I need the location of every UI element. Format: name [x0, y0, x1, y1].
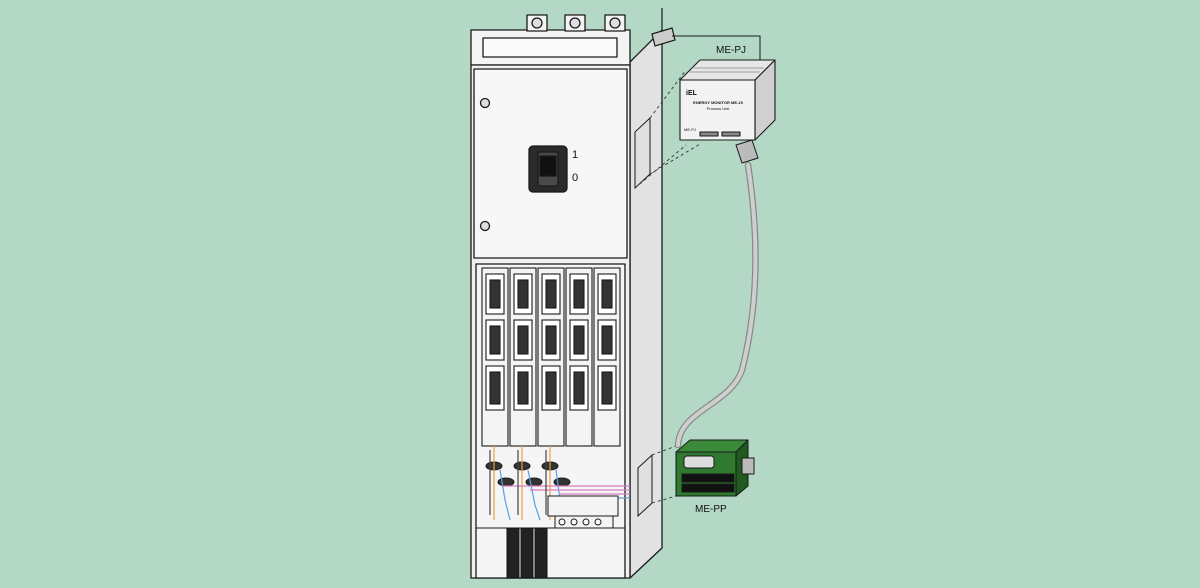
antenna-lead [672, 35, 761, 62]
switch-on-label: 1 [572, 149, 578, 161]
fuse-switch-bank [481, 267, 621, 447]
terminal-block [476, 495, 625, 529]
process-unit-label: ME-PJ [716, 45, 746, 56]
antenna-icon [651, 8, 676, 47]
device-brand: iEL [686, 90, 698, 97]
fuse-switch-icon [537, 267, 565, 447]
projection-lines [634, 69, 701, 504]
device-name: ENERGY MONITOR ME-15 [693, 100, 743, 105]
fuse-switch-icon [593, 267, 621, 447]
cabinet-label-plate [482, 37, 618, 58]
fuse-switch-icon [565, 267, 593, 447]
toggle-switch-icon [528, 145, 568, 193]
switch-off-label: 0 [572, 172, 578, 184]
device-model-tag: ME-PJ [684, 127, 696, 132]
device-subtitle: Process Unit [707, 106, 731, 111]
outgoing-cables [506, 527, 548, 579]
fuse-switch-icon [509, 267, 537, 447]
ribbon-cable [674, 161, 759, 449]
process-unit-device [679, 59, 776, 141]
door-hinge-top [479, 97, 491, 109]
ribbon-cable-core [676, 163, 758, 447]
fuse-switch-icon [481, 267, 509, 447]
top-terminals [526, 14, 626, 32]
door-hinge-bottom [479, 220, 491, 232]
connector-board-label: ME-PP [695, 504, 727, 515]
device-connector [735, 139, 759, 164]
connector-board-device [675, 439, 755, 497]
